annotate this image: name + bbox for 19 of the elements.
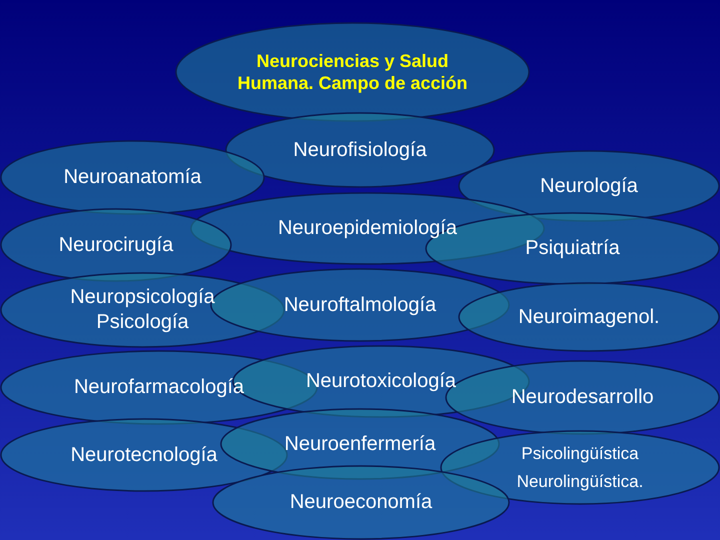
topic-label: Neurociencias y Salud Humana. Campo de acción [236,50,469,94]
topic-label: Neuroftalmología [284,292,436,318]
topic-label: Neuroimagenol. [518,304,660,330]
topic-label: Neurofarmacología [74,375,244,400]
topic-label: Neuroepidemiología [278,216,457,241]
topic-label: Neuroanatomía [64,165,202,190]
topic-label: Neurocirugía [58,232,174,258]
topic-label: Psicolingüística [521,443,639,466]
topic-label: Neuroenfermería [284,432,436,456]
topic-label: Neurodesarrollo [511,385,654,410]
topic-label: Neurolingüística. [516,470,644,492]
topic-label: Neurotoxicología [306,369,456,394]
topic-label: Neuroeconomía [290,490,432,515]
topic-label: Neurofisiología [293,138,427,162]
topic-label: Neuropsicología [70,285,215,310]
topic-label: Psiquiatría [525,236,620,261]
topic-label: Neurotecnología [70,442,218,468]
topic-label: Neurología [540,174,638,198]
topic-label: Psicología [96,310,189,335]
